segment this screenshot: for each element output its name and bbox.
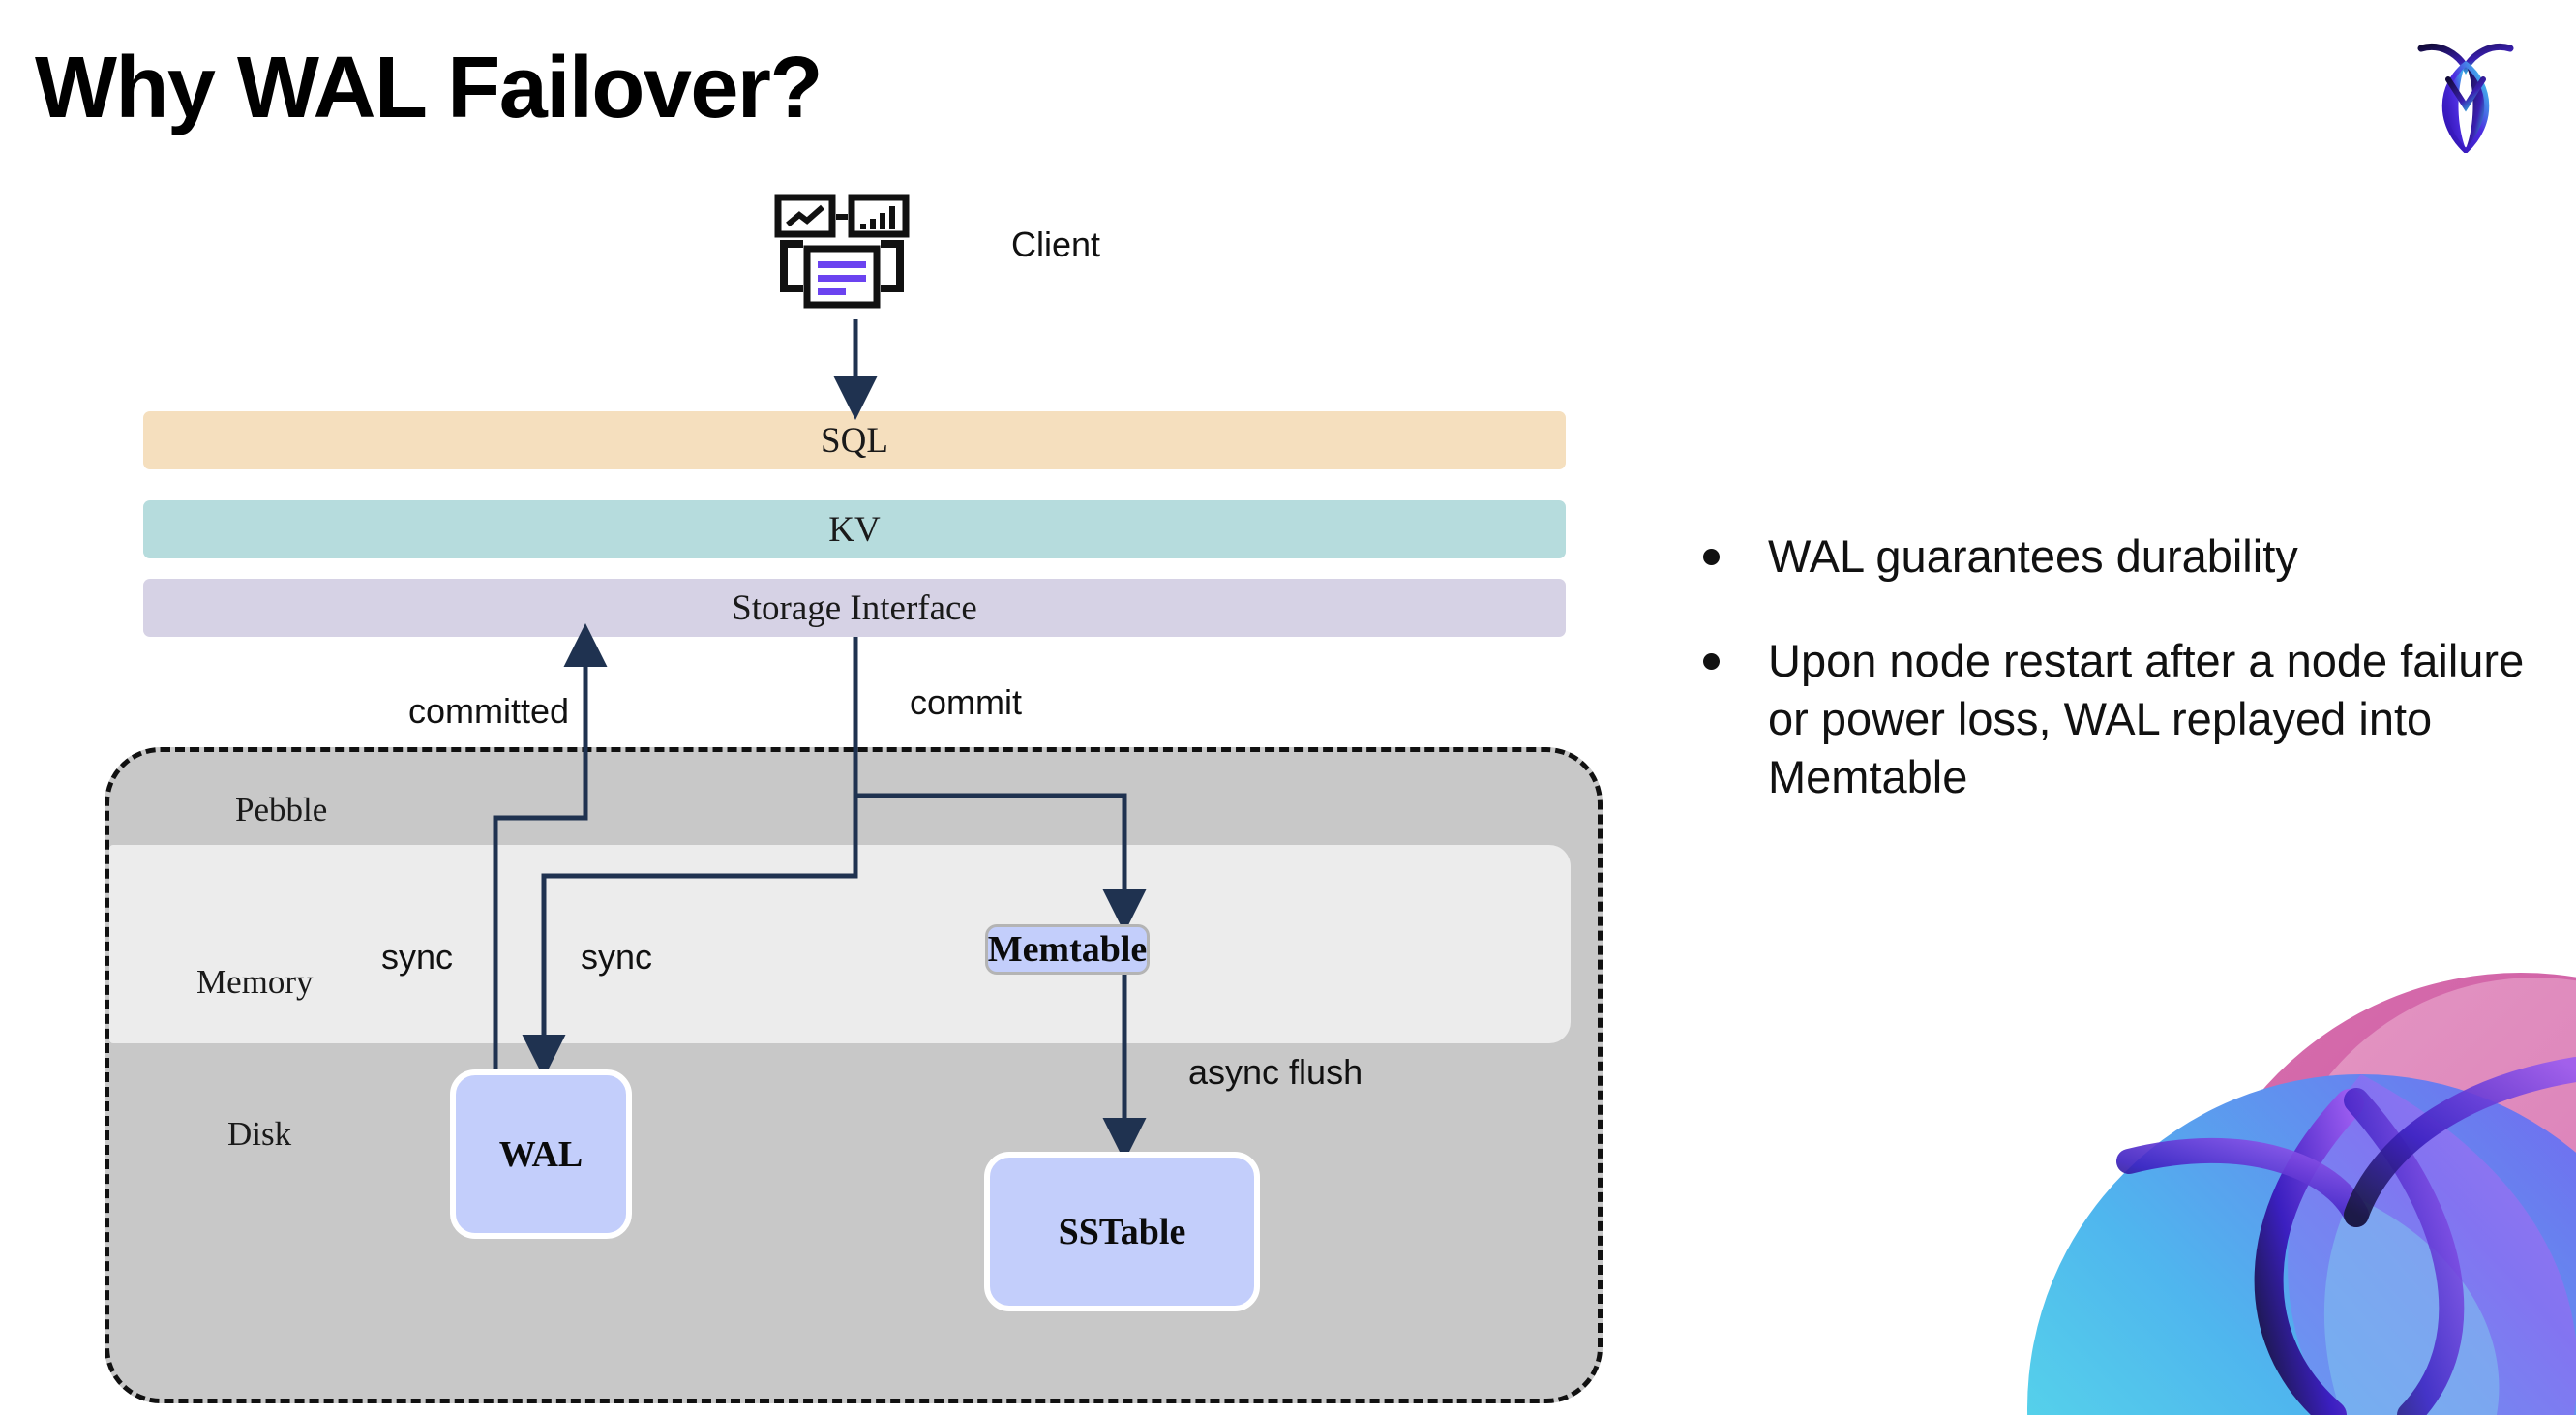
layer-bar-sql: SQL [143, 411, 1566, 469]
pebble-container: Pebble Memory Disk [105, 747, 1603, 1403]
memory-label: Memory [196, 963, 314, 1001]
layer-bar-kv: KV [143, 500, 1566, 558]
notes-list: WAL guarantees durability Upon node rest… [1703, 527, 2535, 854]
node-sstable: SSTable [984, 1152, 1260, 1311]
bullet-text: WAL guarantees durability [1768, 530, 2298, 582]
page-title: Why WAL Failover? [35, 40, 823, 136]
bullet-dot-icon [1703, 549, 1720, 565]
layer-bar-storage-interface: Storage Interface [143, 579, 1566, 637]
node-wal-label: WAL [498, 1133, 584, 1175]
edge-label-sync-right: sync [581, 937, 653, 977]
node-memtable-label: Memtable [987, 929, 1148, 970]
decorative-logo-art [1955, 924, 2576, 1415]
client-label: Client [1011, 225, 1101, 264]
bullet-dot-icon [1703, 653, 1720, 671]
list-item: Upon node restart after a node failure o… [1703, 632, 2535, 806]
layer-bar-sql-label: SQL [821, 420, 888, 461]
node-sstable-label: SSTable [1058, 1211, 1186, 1252]
edge-label-async-flush: async flush [1188, 1052, 1363, 1092]
list-item: WAL guarantees durability [1703, 527, 2535, 586]
node-wal: WAL [450, 1069, 632, 1239]
edge-label-sync-left: sync [381, 937, 454, 977]
client-dashboard-icon [774, 194, 929, 319]
edge-label-committed: committed [408, 691, 570, 731]
node-memtable: Memtable [985, 924, 1150, 975]
pebble-label: Pebble [235, 791, 328, 828]
cockroachdb-logo [2413, 31, 2518, 155]
edge-label-commit: commit [910, 682, 1022, 722]
layer-bar-storage-interface-label: Storage Interface [732, 587, 977, 628]
memory-zone [109, 845, 1571, 1043]
bullet-text: Upon node restart after a node failure o… [1768, 635, 2525, 803]
layer-bar-kv-label: KV [828, 509, 881, 550]
disk-label: Disk [227, 1115, 292, 1153]
